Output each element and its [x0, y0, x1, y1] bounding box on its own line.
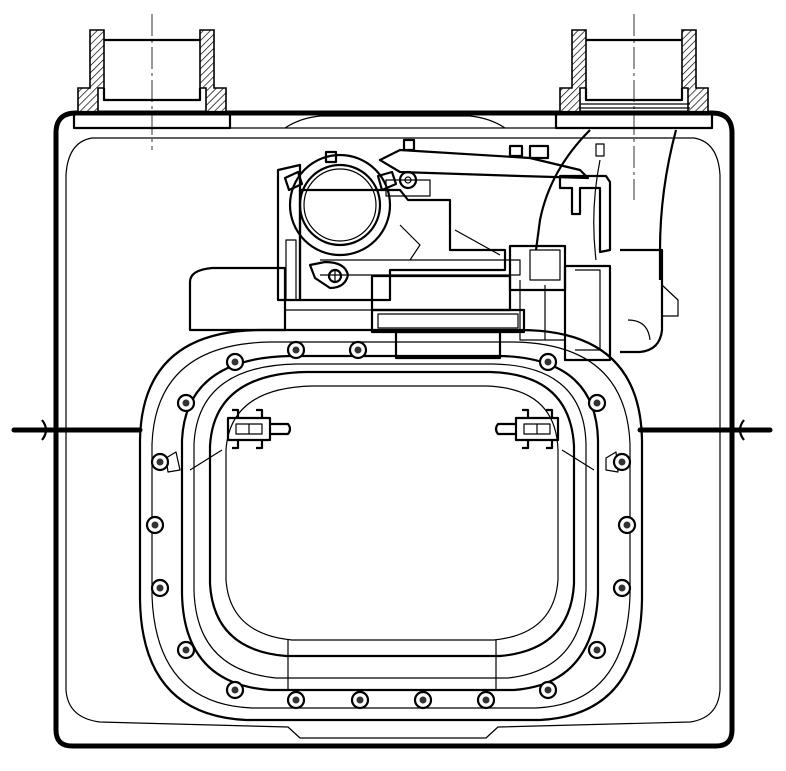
bolt: [476, 690, 496, 710]
meter-case: [11, 110, 773, 749]
outlet-elbow: [620, 248, 664, 354]
lever-arm: [378, 148, 590, 180]
lever-bracket: [558, 174, 612, 254]
bolt: [150, 578, 170, 598]
mechanism-right-block: [508, 244, 567, 292]
bolt: [176, 393, 196, 413]
outlet-pipe: [534, 129, 679, 354]
pulley-unit: [283, 150, 398, 290]
bolt: [176, 640, 196, 660]
flange-neck: [370, 308, 526, 360]
seam-notch-right: [738, 419, 745, 441]
bolt: [538, 352, 558, 372]
bolt: [348, 340, 368, 360]
case-outline: [53, 110, 735, 749]
bolt: [617, 515, 637, 535]
mechanism-housing-left: [188, 266, 287, 332]
bolt: [225, 680, 245, 700]
outlet-right-wall: [681, 29, 709, 113]
bolt: [587, 393, 607, 413]
flange-outer: [138, 328, 644, 722]
bolt: [286, 340, 306, 360]
mechanism-column: [563, 264, 612, 362]
bolt: [413, 690, 433, 710]
valve-lever: [378, 138, 612, 254]
bolt: [225, 352, 245, 372]
measuring-chamber: [138, 328, 644, 722]
pulley-outer: [288, 153, 392, 257]
bolt: [587, 640, 607, 660]
latch-bracket-left: [226, 408, 292, 450]
mechanism-block: [188, 163, 612, 362]
neck-body: [394, 330, 502, 360]
bolt: [150, 452, 170, 472]
bolt: [538, 680, 558, 700]
bolt: [145, 515, 165, 535]
latch-bracket-right: [494, 408, 560, 450]
bolt: [350, 690, 370, 710]
bolt: [612, 452, 632, 472]
bolt: [612, 578, 632, 598]
case-inner-outline: [65, 137, 721, 739]
flange-step: [151, 341, 631, 709]
outlet-base-ring: [554, 110, 714, 130]
inlet-right-wall: [199, 29, 227, 113]
outlet-left-wall: [559, 29, 587, 113]
case-top-rim: [230, 115, 556, 129]
flange-bolts: [145, 340, 637, 710]
bolt: [286, 690, 306, 710]
seam-notch-left: [41, 419, 48, 441]
outlet-pipe-outer: [534, 129, 678, 280]
cover-rim: [193, 363, 587, 679]
pulley-inner: [298, 163, 382, 247]
inlet-connection: [72, 14, 232, 150]
neck-collar: [370, 308, 526, 334]
cover-panel: [208, 370, 576, 658]
outlet-connection: [554, 14, 714, 200]
inlet-base-ring: [72, 110, 232, 130]
inlet-left-wall: [77, 29, 105, 113]
mechanism-lower-block: [370, 274, 512, 312]
